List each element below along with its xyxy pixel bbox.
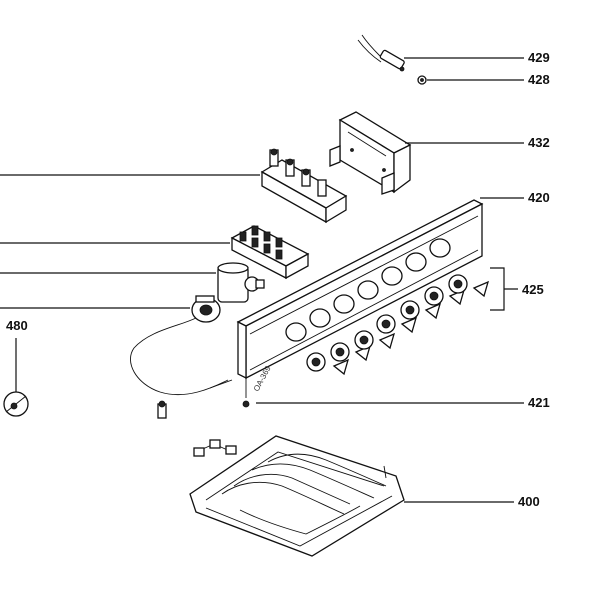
knob-3 [354, 330, 396, 350]
label-480: 480 [6, 318, 28, 333]
part-428-nut [417, 75, 427, 85]
label-420: 420 [528, 190, 550, 205]
label-400: 400 [518, 494, 540, 509]
part-425-knobs [306, 274, 490, 376]
part-432-bracket [329, 111, 412, 195]
label-425: 425 [522, 282, 544, 297]
selector-switch [217, 262, 265, 303]
thermostat [130, 295, 229, 396]
terminal-block-upper [260, 148, 348, 224]
part-400-heating-element [189, 435, 405, 557]
part-429-cable [357, 34, 405, 72]
terminal-block-middle [230, 225, 310, 280]
label-429: 429 [528, 50, 550, 65]
label-421: 421 [528, 395, 550, 410]
part-480-probe [3, 391, 29, 417]
knob-5 [400, 300, 442, 320]
leader-425-bracket [490, 267, 518, 311]
knob-4 [376, 314, 418, 334]
knob-1 [306, 352, 350, 376]
part-421-screw [157, 378, 250, 419]
knob-7 [448, 274, 490, 298]
label-432: 432 [528, 135, 550, 150]
part-420-control-panel: OA-369 [236, 199, 484, 393]
label-428: 428 [528, 72, 550, 87]
